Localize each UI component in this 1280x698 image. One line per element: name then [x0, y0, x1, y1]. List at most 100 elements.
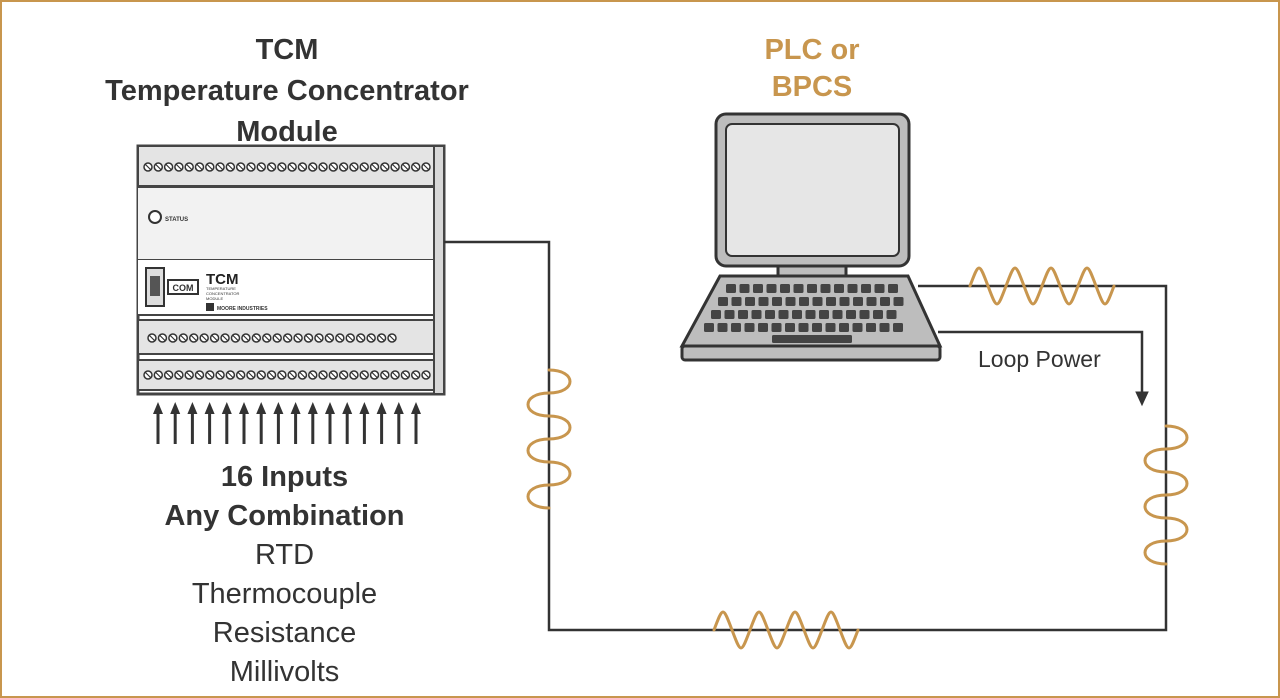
loop-power-label: Loop Power: [978, 346, 1101, 372]
keyboard-key-icon: [812, 323, 822, 332]
input-arrow-icon: [359, 402, 370, 444]
spacebar-icon: [772, 335, 852, 343]
keyboard-key-icon: [744, 323, 755, 332]
keyboard-key-icon: [839, 297, 850, 306]
keyboard-key-icon: [861, 284, 871, 293]
brand-logo-icon: [206, 303, 214, 311]
keyboard-key-icon: [866, 323, 876, 332]
keyboard-key-icon: [793, 284, 804, 293]
keyboard-key-icon: [805, 310, 816, 319]
input-arrows: [153, 402, 421, 444]
keyboard-key-icon: [886, 310, 897, 319]
keyboard-key-icon: [839, 323, 849, 332]
input-arrow-icon: [290, 402, 301, 444]
svg-text:TEMPERATURE: TEMPERATURE: [206, 286, 236, 291]
keyboard-key-icon: [873, 310, 883, 319]
bottom-terminal-screws: [143, 370, 431, 380]
keyboard-key-icon: [834, 284, 844, 293]
keyboard-key-icon: [758, 323, 768, 332]
input-type-resistance: Resistance: [212, 617, 357, 649]
keyboard-key-icon: [778, 310, 789, 319]
keyboard-key-icon: [893, 323, 903, 332]
keyboard-key-icon: [866, 297, 877, 306]
inputs-heading-2: Any Combination: [164, 500, 405, 532]
keyboard-key-icon: [785, 297, 796, 306]
keyboard-key-icon: [753, 284, 763, 293]
monitor-screen: [725, 123, 900, 257]
keyboard-key-icon: [771, 323, 782, 332]
keyboard-key-icon: [826, 297, 836, 306]
keyboard-key-icon: [798, 323, 809, 332]
computer-icon: [679, 112, 943, 362]
input-arrow-icon: [325, 402, 335, 444]
tcm-title: TCM Temperature Concentrator Module: [82, 30, 492, 153]
keyboard-key-icon: [874, 284, 885, 293]
plc-title-line-1: PLC or: [764, 34, 860, 66]
loop-power-arrow-icon: [1135, 391, 1149, 407]
input-arrow-icon: [170, 402, 181, 444]
noise-wave-top: [968, 266, 1116, 306]
keyboard-key-icon: [772, 297, 782, 306]
input-arrow-icon: [153, 402, 163, 444]
keyboard-key-icon: [819, 310, 829, 319]
keyboard-key-icon: [745, 297, 755, 306]
keyboard-key-icon: [825, 323, 836, 332]
com-label: COM: [173, 283, 194, 293]
keyboard-key-icon: [780, 284, 790, 293]
keyboard-key-icon: [738, 310, 748, 319]
inputs-description: 16 Inputs Any Combination RTD Thermocoup…: [112, 458, 457, 692]
input-arrow-icon: [273, 402, 284, 444]
svg-text:MODULE: MODULE: [206, 296, 223, 301]
input-arrow-icon: [393, 402, 404, 444]
input-arrow-icon: [411, 402, 421, 444]
keyboard-key-icon: [765, 310, 775, 319]
tcm-module: STATUS COM TCM TEMPERATURE CONCENTRATOR …: [136, 144, 446, 396]
keyboard-key-icon: [704, 323, 714, 332]
keyboard-key-icon: [847, 284, 858, 293]
keyboard-key-icon: [711, 310, 721, 319]
input-arrow-icon: [256, 402, 267, 444]
input-type-thermocouple: Thermocouple: [191, 578, 378, 610]
input-arrow-icon: [239, 402, 249, 444]
keyboard-key-icon: [812, 297, 823, 306]
keyboard-key-icon: [799, 297, 809, 306]
inputs-heading-1: 16 Inputs: [220, 461, 349, 493]
keyboard-key-icon: [718, 297, 728, 306]
plc-title: PLC or BPCS: [702, 32, 922, 106]
keyboard-key-icon: [888, 284, 898, 293]
keyboard-key-icon: [879, 323, 890, 332]
input-type-rtd: RTD: [254, 539, 315, 571]
keyboard-key-icon: [832, 310, 843, 319]
top-terminal-screws: [143, 162, 431, 172]
keyboard-key-icon: [731, 323, 741, 332]
status-label: STATUS: [165, 217, 188, 223]
keyboard-key-icon: [853, 297, 863, 306]
tcm-title-line-3: Module: [236, 116, 338, 148]
tcm-title-line-1: TCM: [255, 34, 319, 66]
input-arrow-icon: [187, 402, 198, 444]
keyboard-key-icon: [751, 310, 762, 319]
brand-label: MOORE INDUSTRIES: [217, 306, 268, 312]
input-arrow-icon: [307, 402, 318, 444]
input-arrow-icon: [342, 402, 353, 444]
keyboard-key-icon: [785, 323, 795, 332]
keyboard-key-icon: [724, 310, 735, 319]
keyboard-key-icon: [731, 297, 742, 306]
keyboard-key-icon: [846, 310, 856, 319]
keyboard-key-icon: [792, 310, 802, 319]
keyboard-key-icon: [766, 284, 777, 293]
loop-power-wire: [938, 330, 1144, 394]
tcm-title-line-2: Temperature Concentrator: [105, 75, 469, 107]
plc-title-line-2: BPCS: [771, 71, 853, 103]
noise-coil-left: [526, 368, 572, 510]
keyboard-key-icon: [820, 284, 831, 293]
keyboard-key-icon: [726, 284, 736, 293]
middle-terminal-screws: [147, 333, 397, 343]
input-arrow-icon: [221, 402, 232, 444]
keyboard-key-icon: [880, 297, 890, 306]
noise-wave-bottom: [712, 610, 860, 650]
keyboard-keys: [704, 284, 904, 343]
keyboard-key-icon: [859, 310, 870, 319]
input-type-millivolts: Millivolts: [229, 656, 340, 688]
keyboard-key-icon: [758, 297, 769, 306]
